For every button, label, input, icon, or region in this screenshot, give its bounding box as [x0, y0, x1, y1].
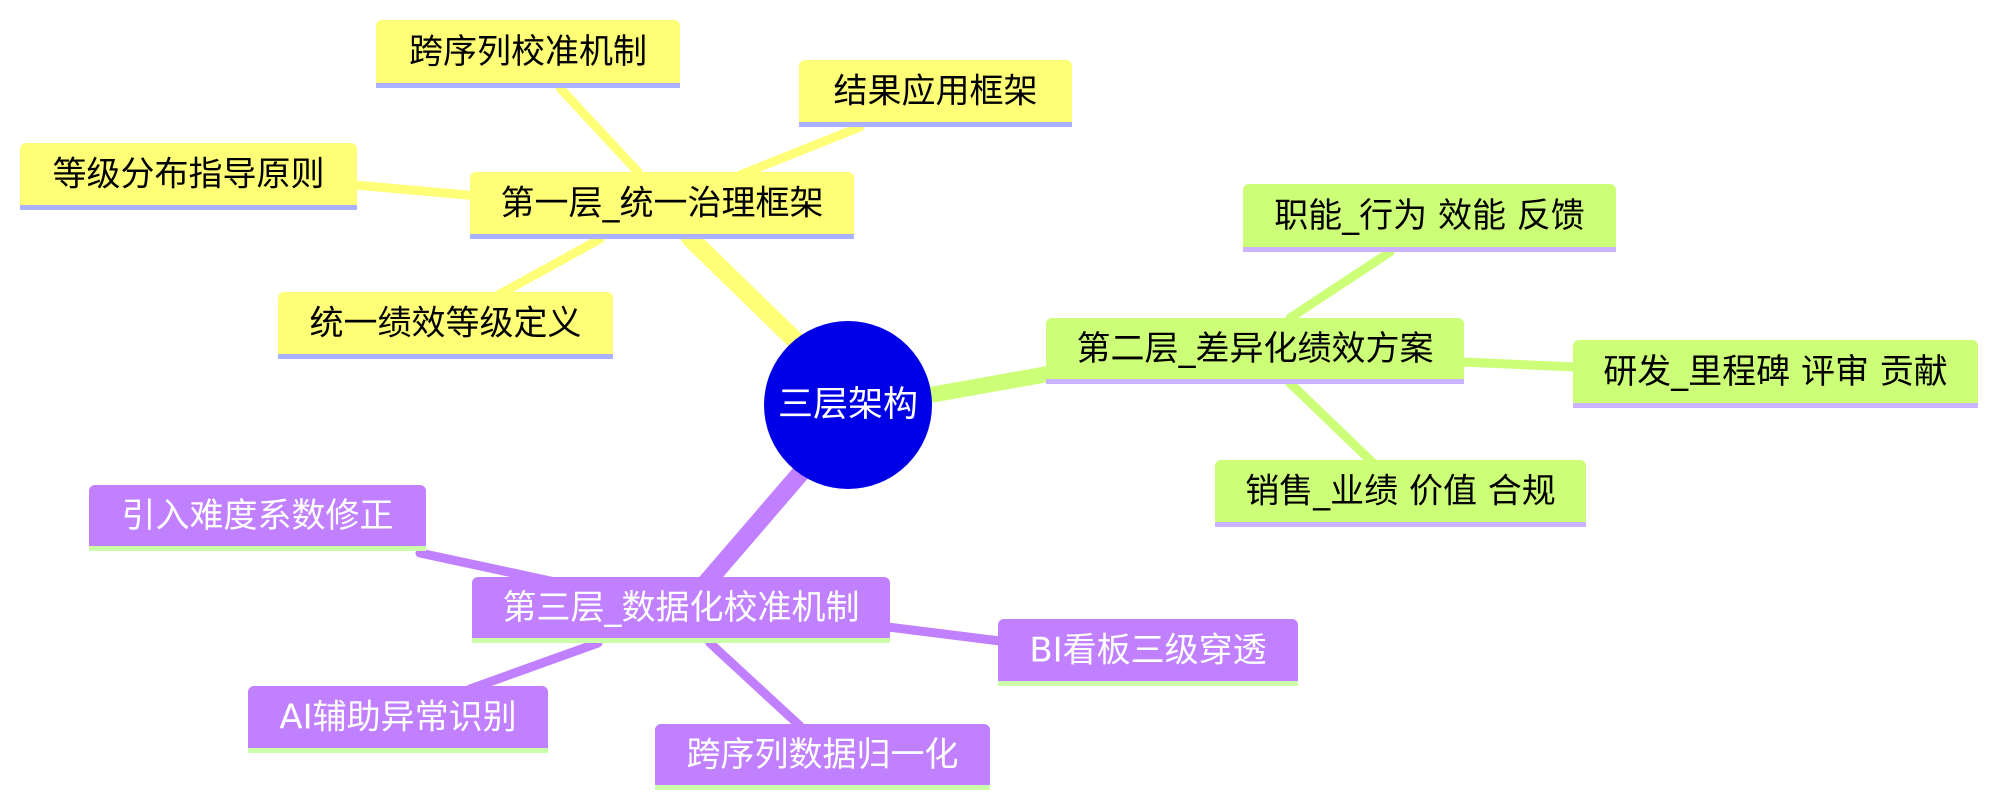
node-underline — [655, 785, 990, 790]
node-box — [376, 20, 680, 88]
branch-node-layer3[interactable]: 第三层_数据化校准机制 — [472, 577, 890, 643]
child-connector-l1c3 — [350, 180, 483, 201]
node-box — [470, 172, 854, 239]
node-label: 等级分布指导原则 — [53, 155, 325, 195]
node-box — [20, 143, 357, 210]
center-node[interactable]: 三层架构 — [764, 321, 932, 489]
node-underline — [470, 234, 854, 239]
node-label: 引入难度系数修正 — [122, 496, 394, 536]
node-box — [998, 619, 1298, 686]
child-connector-l3c2 — [883, 622, 1005, 646]
node-label: 销售_业绩 价值 合规 — [1245, 472, 1556, 512]
node-box — [472, 577, 890, 643]
node-underline — [998, 681, 1298, 686]
node-box — [1046, 318, 1464, 384]
node-box — [799, 60, 1072, 127]
node-label: BI看板三级穿透 — [1029, 631, 1266, 671]
node-label: 第一层_统一治理框架 — [501, 184, 824, 224]
node-label: 职能_行为 效能 反馈 — [1274, 196, 1585, 236]
node-underline — [20, 205, 357, 210]
node-label: AI辅助异常识别 — [279, 698, 516, 738]
node-label: 结果应用框架 — [834, 72, 1038, 112]
center-label: 三层架构 — [778, 385, 918, 425]
node-box — [1243, 184, 1616, 252]
child-connector-l3c4 — [705, 638, 805, 731]
center-circle — [764, 321, 932, 489]
node-box — [1573, 340, 1978, 408]
node-underline — [1046, 379, 1464, 384]
node-label: 研发_里程碑 评审 贡献 — [1603, 352, 1948, 392]
node-underline — [89, 546, 426, 551]
node-box — [1215, 460, 1586, 527]
branch-connector-layer1 — [681, 229, 809, 354]
node-label: 第三层_数据化校准机制 — [503, 588, 860, 628]
node-underline — [278, 354, 613, 359]
node-box — [89, 485, 426, 551]
node-underline — [1573, 403, 1978, 408]
node-underline — [376, 83, 680, 88]
child-connector-l1c1 — [555, 83, 643, 177]
branch-connector-layer2 — [922, 366, 1056, 403]
leaf-node-l1c3[interactable]: 等级分布指导原则 — [20, 143, 357, 210]
node-box — [278, 292, 613, 359]
child-connector-l2c2 — [1457, 357, 1580, 372]
leaf-node-l1c2[interactable]: 结果应用框架 — [799, 60, 1072, 127]
leaf-node-l1c1[interactable]: 跨序列校准机制 — [376, 20, 680, 88]
node-label: 跨序列数据归一化 — [687, 735, 959, 775]
node-underline — [472, 638, 890, 643]
node-underline — [799, 122, 1072, 127]
leaf-node-l3c4[interactable]: 跨序列数据归一化 — [655, 724, 990, 790]
node-box — [655, 724, 990, 790]
child-connector-l1c4 — [495, 234, 605, 299]
node-layer: 三层架构 第一层_统一治理框架 跨序列校准机制结果应用框架等级分布指导原则统一绩效等… — [20, 20, 1978, 790]
node-box — [248, 686, 548, 753]
leaf-node-l3c1[interactable]: 引入难度系数修正 — [89, 485, 426, 551]
node-underline — [248, 748, 548, 753]
node-label: 统一绩效等级定义 — [310, 304, 582, 344]
child-connector-l2c1 — [1285, 247, 1395, 323]
leaf-node-l3c3[interactable]: AI辅助异常识别 — [248, 686, 548, 753]
node-underline — [1243, 247, 1616, 252]
node-underline — [1215, 522, 1586, 527]
leaf-node-l2c3[interactable]: 销售_业绩 价值 合规 — [1215, 460, 1586, 527]
leaf-node-l3c2[interactable]: BI看板三级穿透 — [998, 619, 1298, 686]
child-connector-l2c3 — [1285, 378, 1377, 467]
child-connector-l3c3 — [465, 638, 603, 694]
branch-connector-layer3 — [691, 459, 814, 599]
branch-node-layer1[interactable]: 第一层_统一治理框架 — [470, 172, 854, 239]
leaf-node-l1c4[interactable]: 统一绩效等级定义 — [278, 292, 613, 359]
leaf-node-l2c2[interactable]: 研发_里程碑 评审 贡献 — [1573, 340, 1978, 408]
leaf-node-l2c1[interactable]: 职能_行为 效能 反馈 — [1243, 184, 1616, 252]
child-connector-l1c2 — [735, 122, 865, 180]
branch-node-layer2[interactable]: 第二层_差异化绩效方案 — [1046, 318, 1464, 384]
node-label: 跨序列校准机制 — [409, 32, 647, 72]
node-label: 第二层_差异化绩效方案 — [1077, 329, 1434, 369]
